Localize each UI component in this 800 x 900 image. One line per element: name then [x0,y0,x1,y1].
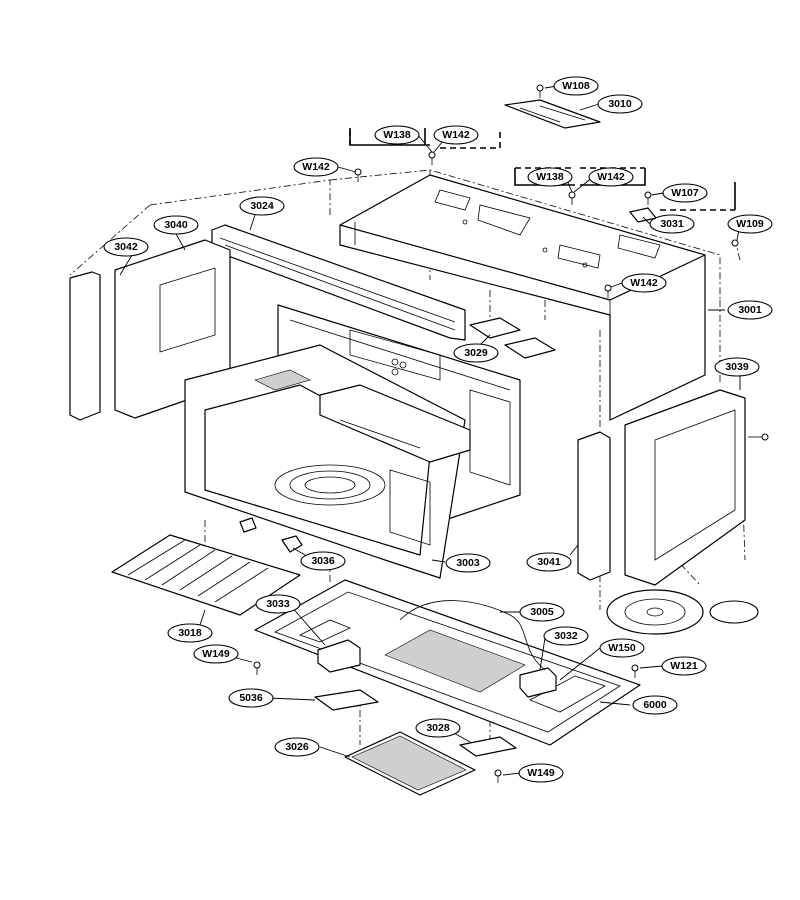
label-W138-b-text: W138 [536,171,564,183]
grease-filter-3026 [344,731,476,796]
label-W142-c-text: W142 [597,171,625,183]
label-3028: 3028 [415,718,461,738]
label-3024-text: 3024 [250,200,274,212]
top-plate-3010 [504,99,601,129]
part-3032 [519,667,557,698]
label-6000-text: 6000 [643,699,667,711]
label-W138-a: W138 [374,125,420,145]
connector-3036 [281,535,303,553]
side-panel-3039 [624,389,746,586]
wire-harness-3005 [399,600,546,671]
label-W149-b-text: W149 [527,767,555,779]
label-3036: 3036 [300,551,346,571]
label-3036-text: 3036 [311,555,335,567]
label-3033-text: 3033 [266,598,290,610]
label-W142-b: W142 [293,157,339,177]
label-6000: 6000 [632,695,678,715]
label-3031-text: 3031 [660,218,684,230]
label-blank [709,600,759,624]
turntable-tray [606,589,704,635]
label-W142-d-text: W142 [630,277,658,289]
label-3005-text: 3005 [530,606,554,618]
label-3026: 3026 [274,737,320,757]
label-3003-text: 3003 [456,557,480,569]
label-3029-text: 3029 [464,347,488,359]
label-3024: 3024 [239,196,285,216]
label-W107-text: W107 [671,187,699,199]
section-brackets [349,128,736,211]
part-labels: W108 3010 W138 W142 W142 W138 W142 W107 … [103,76,773,783]
side-trim-3042 [69,271,101,421]
label-3042: 3042 [103,237,149,257]
label-W138-a-text: W138 [383,129,411,141]
bracket-3029 [469,317,556,359]
label-3028-text: 3028 [426,722,450,734]
front-trim-3024 [211,224,466,341]
label-W109: W109 [727,214,773,234]
label-W142-a-text: W142 [442,129,470,141]
base-plate-6000 [254,579,641,746]
label-3001: 3001 [727,300,773,320]
label-5036-text: 5036 [239,692,263,704]
label-3042-text: 3042 [114,241,138,253]
wire-rack-3018 [111,534,301,616]
label-3039-text: 3039 [725,361,749,373]
label-3032-text: 3032 [554,630,578,642]
label-W107: W107 [662,183,708,203]
side-trim-3041 [577,431,611,581]
label-3031: 3031 [649,214,695,234]
label-5036: 5036 [228,688,274,708]
label-3032: 3032 [543,626,589,646]
part-3033 [317,639,361,673]
label-W149-a: W149 [193,644,239,664]
label-3029: 3029 [453,343,499,363]
part-3028 [459,736,517,757]
label-3041: 3041 [526,552,572,572]
label-3040: 3040 [153,215,199,235]
label-W142-a: W142 [433,125,479,145]
label-W150: W150 [599,638,645,658]
label-3003: 3003 [445,553,491,573]
label-W150-text: W150 [608,642,636,654]
label-W149-a-text: W149 [202,648,230,660]
label-3010: 3010 [597,94,643,114]
label-3018: 3018 [167,623,213,643]
label-3001-text: 3001 [738,304,762,316]
outer-cabinet-3001 [339,174,706,421]
connector-small [239,517,257,533]
screws [253,84,769,783]
part-5036 [314,689,379,711]
label-W142-d: W142 [621,273,667,293]
label-W109-text: W109 [736,218,764,230]
label-3040-text: 3040 [164,219,188,231]
label-W149-b: W149 [518,763,564,783]
label-W108: W108 [553,76,599,96]
label-W138-b: W138 [527,167,573,187]
label-W142-c: W142 [588,167,634,187]
label-3039: 3039 [714,357,760,377]
label-3026-text: 3026 [285,741,309,753]
label-W121-text: W121 [670,660,698,672]
label-W108-text: W108 [562,80,590,92]
label-3033: 3033 [255,594,301,614]
label-3041-text: 3041 [537,556,561,568]
label-3005: 3005 [519,602,565,622]
label-W142-b-text: W142 [302,161,330,173]
label-3018-text: 3018 [178,627,202,639]
inner-chassis-3003 [184,304,521,579]
label-W121: W121 [661,656,707,676]
label-3010-text: 3010 [608,98,632,110]
